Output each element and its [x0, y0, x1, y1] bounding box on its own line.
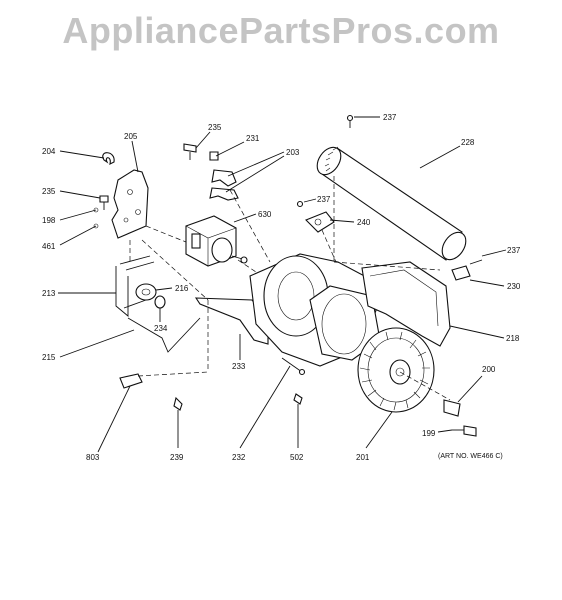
fastener-parts: [119, 259, 483, 437]
label-232: 232: [232, 453, 246, 462]
thermostat-parts: [296, 114, 354, 233]
label-205: 205: [124, 132, 138, 141]
label-803: 803: [86, 453, 100, 462]
label-237-mid: 237: [317, 195, 331, 204]
motor-mount-bracket: [93, 152, 149, 239]
label-200: 200: [482, 365, 496, 374]
assembly-guides: [129, 176, 451, 401]
label-237-right: 237: [507, 246, 521, 255]
art-number: (ART NO. WE466 C): [438, 453, 503, 460]
label-201: 201: [356, 453, 370, 462]
watermark-text: AppliancePartsPros.com: [62, 10, 500, 51]
label-239: 239: [170, 453, 184, 462]
label-230: 230: [507, 282, 521, 291]
label-630: 630: [258, 210, 272, 219]
blower-housing: [194, 253, 451, 367]
label-215: 215: [42, 353, 56, 362]
label-198: 198: [42, 216, 56, 225]
label-234: 234: [154, 324, 168, 333]
label-199: 199: [422, 429, 436, 438]
idler-assembly: [115, 255, 201, 353]
label-218: 218: [506, 334, 520, 343]
label-235-left: 235: [42, 187, 56, 196]
label-240: 240: [357, 218, 371, 227]
bracket-parts: [183, 143, 239, 201]
label-213: 213: [42, 289, 56, 298]
label-228: 228: [461, 138, 475, 147]
drive-motor: [185, 215, 248, 267]
label-231: 231: [246, 134, 260, 143]
label-461: 461: [42, 242, 56, 251]
exhaust-duct: [316, 146, 467, 261]
label-235-top: 235: [208, 123, 222, 132]
label-233: 233: [232, 362, 246, 371]
label-216: 216: [175, 284, 189, 293]
label-502: 502: [290, 453, 304, 462]
blower-wheel: [357, 327, 435, 413]
label-237-top: 237: [383, 113, 397, 122]
leader-lines: [58, 116, 507, 453]
label-204: 204: [42, 147, 56, 156]
part-labels: 237 235 231 203 228 204 205 235 198 461 …: [42, 113, 521, 462]
label-203: 203: [286, 148, 300, 157]
